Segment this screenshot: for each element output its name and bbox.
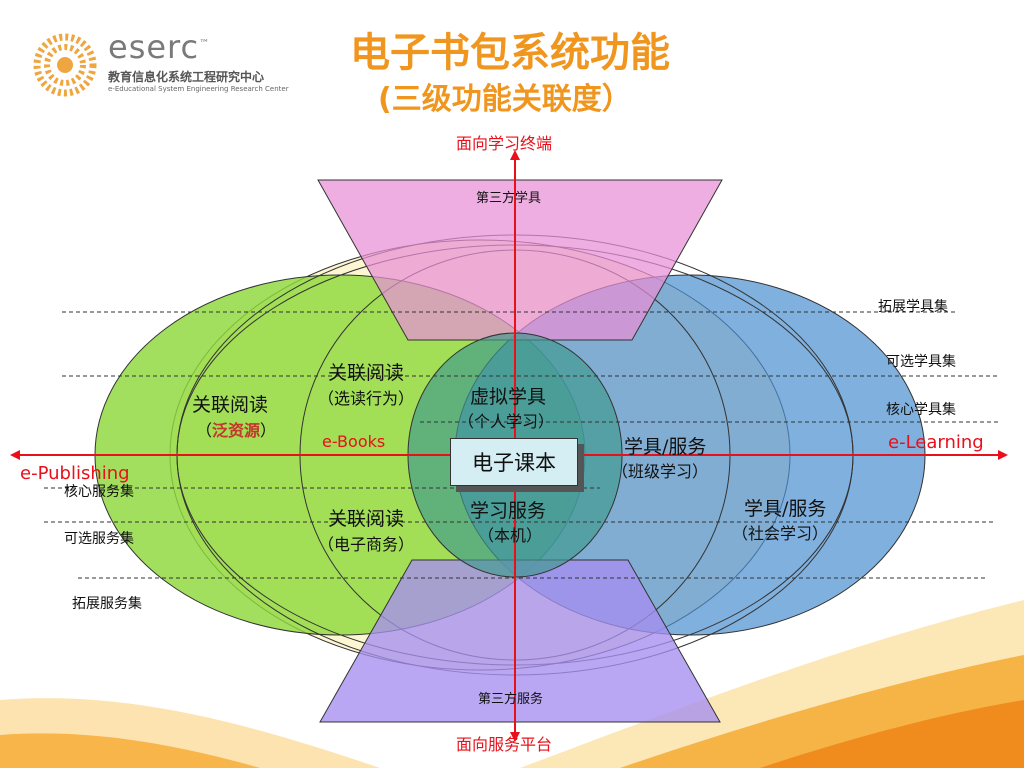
reading-select-sub: （选读行为） bbox=[318, 389, 415, 408]
reading-general-title: 关联阅读 bbox=[192, 394, 269, 416]
swoosh-decoration-left-2 bbox=[0, 733, 260, 768]
ebooks-label: e-Books bbox=[322, 432, 386, 451]
logo-en-name: e-Educational System Engineering Researc… bbox=[108, 85, 289, 93]
page-title: 电子书包系统功能 bbox=[350, 30, 670, 76]
third-party-tools-trapezoid bbox=[317, 179, 723, 341]
logo-name: eserc™ bbox=[108, 28, 210, 66]
axis-label-left: e-Publishing bbox=[20, 463, 130, 484]
core-services-label: 核心服务集 bbox=[64, 484, 134, 500]
reading-commerce-title: 关联阅读 bbox=[328, 508, 405, 530]
reading-general-close: ） bbox=[260, 421, 277, 440]
third-party-services-label: 第三方服务 bbox=[478, 692, 544, 707]
learning-service-title: 学习服务 bbox=[470, 500, 547, 522]
third-party-tools-label: 第三方学具 bbox=[476, 191, 542, 206]
reading-commerce-sub: （电子商务） bbox=[318, 535, 415, 554]
page-subtitle: (三级功能关联度） bbox=[378, 82, 632, 117]
logo-tm: ™ bbox=[199, 38, 211, 50]
core-tools-label: 核心学具集 bbox=[886, 402, 956, 418]
reading-general-sub: （泛资源） bbox=[196, 417, 276, 441]
center-textbook-box: 电子课本 bbox=[450, 438, 578, 486]
optional-tools-label: 可选学具集 bbox=[886, 354, 956, 370]
social-tools-sub: （社会学习） bbox=[732, 524, 829, 543]
reading-general-highlight: 泛资源 bbox=[212, 421, 261, 440]
optional-services-label: 可选服务集 bbox=[64, 531, 134, 547]
extended-services-label: 拓展服务集 bbox=[72, 596, 142, 612]
class-tools-sub: （班级学习） bbox=[612, 462, 709, 481]
reading-general-open: （ bbox=[196, 421, 213, 440]
extended-tools-label: 拓展学具集 bbox=[878, 299, 948, 315]
virtual-tools-title: 虚拟学具 bbox=[470, 386, 547, 408]
logo-mark-icon bbox=[33, 33, 97, 97]
logo-cn-name: 教育信息化系统工程研究中心 bbox=[108, 70, 265, 84]
virtual-tools-sub: （个人学习） bbox=[458, 412, 555, 431]
center-textbook-label: 电子课本 bbox=[472, 451, 556, 475]
logo-name-text: eserc bbox=[108, 28, 200, 66]
axis-label-right: e-Learning bbox=[888, 432, 984, 453]
swoosh-decoration-3 bbox=[760, 700, 1024, 768]
class-tools-title: 学具/服务 bbox=[624, 436, 707, 458]
axis-label-top: 面向学习终端 bbox=[456, 134, 553, 153]
learning-service-sub: （本机） bbox=[478, 526, 543, 545]
reading-select-title: 关联阅读 bbox=[328, 362, 405, 384]
social-tools-title: 学具/服务 bbox=[744, 498, 827, 520]
axis-label-bottom: 面向服务平台 bbox=[456, 735, 553, 754]
